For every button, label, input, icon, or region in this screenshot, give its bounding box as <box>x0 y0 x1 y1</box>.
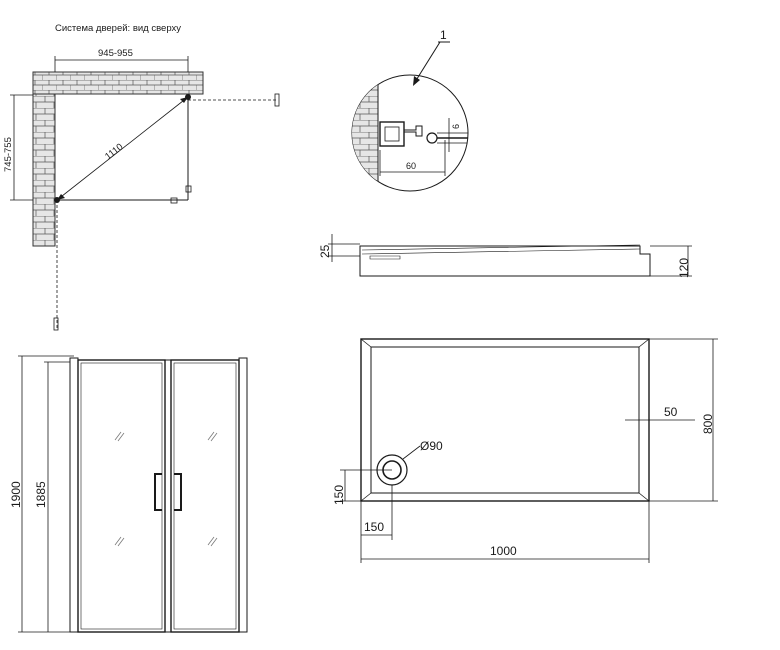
drain-x-dim-label: 150 <box>364 520 384 534</box>
right-door-handle <box>174 473 182 511</box>
handle-mark-left <box>53 317 59 331</box>
handle-mark-inner-2 <box>170 197 178 204</box>
profile-detail: 60 6 1 <box>351 28 469 192</box>
left-door <box>77 359 166 633</box>
top-view: Система дверей: вид сверху 945-955 745-7… <box>3 23 280 331</box>
tray-height-dim-label: 120 <box>677 258 691 278</box>
drain-dim-label: Ø90 <box>420 439 443 453</box>
tray-side-outline <box>359 245 651 277</box>
door-height-dim-label: 1885 <box>34 481 48 508</box>
callout-leader <box>414 41 441 83</box>
edge-dim-label: 50 <box>664 405 678 419</box>
depth-dim-label: 745-755 <box>3 137 14 172</box>
handle-mark-right <box>274 93 280 107</box>
callout-arrow <box>413 76 420 86</box>
hinge-dot-left <box>54 197 60 203</box>
top-view-title: Система дверей: вид сверху <box>55 23 181 34</box>
tray-top-view: Ø90 50 800 150 150 1000 <box>332 338 718 563</box>
profile-body <box>379 121 405 147</box>
hinge-dot-top <box>185 94 191 100</box>
left-door-handle <box>154 473 162 511</box>
drain-y-dim-label: 150 <box>332 485 346 505</box>
wall-left <box>32 93 56 247</box>
tray-width-dim-label: 800 <box>701 414 715 434</box>
drain-leader <box>402 445 421 460</box>
tray-length-dim-label: 1000 <box>490 544 517 558</box>
front-view: 1900 1885 <box>9 355 248 633</box>
tray-outer-rim <box>360 338 650 502</box>
callout-number: 1 <box>440 28 447 42</box>
right-wall-profile <box>238 357 248 633</box>
detail-width-label: 60 <box>406 161 416 171</box>
detail-gap-label: 6 <box>451 124 461 129</box>
glass-reflection-marks <box>114 431 218 547</box>
left-wall-profile <box>69 357 79 633</box>
detail-wall <box>352 85 378 185</box>
wall-top <box>32 71 204 95</box>
profile-seal <box>426 132 438 144</box>
tray-side-view: 25 120 <box>318 234 692 278</box>
diagonal-line <box>56 96 189 201</box>
width-dim-label: 945-955 <box>98 48 133 59</box>
handle-mark-inner-1 <box>185 185 192 193</box>
tray-rim-dim-label: 25 <box>318 244 332 258</box>
right-door <box>170 359 240 633</box>
total-height-dim-label: 1900 <box>9 481 23 508</box>
diagonal-dim-label: 1110 <box>103 142 125 163</box>
